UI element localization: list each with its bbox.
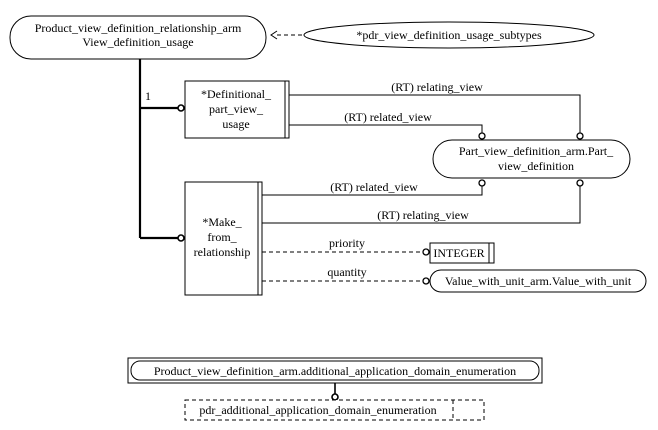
- main-entity-box[interactable]: Product_view_definition_relationship_arm…: [9, 15, 267, 60]
- enum-extension-connector: [331, 383, 339, 401]
- make-from-line1: *Make_: [202, 215, 242, 229]
- make-from-line2: from_: [207, 230, 237, 244]
- definitional-line2: part_view_: [209, 102, 264, 116]
- definitional-related-view-line: [289, 124, 486, 140]
- make-from-relationship-box[interactable]: *Make_ from_ relationship: [184, 181, 263, 296]
- definitional-line1: *Definitional_: [201, 87, 272, 101]
- enum-extension-box[interactable]: pdr_additional_application_domain_enumer…: [184, 399, 485, 421]
- quantity-line: [262, 277, 430, 285]
- attr-related-view-2: (RT) related_view: [330, 180, 418, 194]
- attr-related-view-1: (RT) related_view: [344, 110, 432, 124]
- part-view-line2: view_definition: [498, 159, 574, 173]
- cardinality-label: 1: [145, 89, 151, 103]
- make-from-relating-view-line: [262, 179, 584, 224]
- attr-relating-view-1: (RT) relating_view: [391, 80, 483, 94]
- definitional-part-view-usage-box[interactable]: *Definitional_ part_view_ usage: [184, 80, 290, 139]
- integer-label: INTEGER: [433, 246, 484, 260]
- enumeration-label: Product_view_definition_arm.additional_a…: [154, 364, 516, 378]
- supertype-tree: [138, 59, 185, 242]
- value-with-unit-label: Value_with_unit_arm.Value_with_unit: [445, 274, 632, 288]
- subtypes-ellipse[interactable]: *pdr_view_definition_usage_subtypes: [303, 21, 595, 49]
- make-from-line3: relationship: [194, 245, 251, 259]
- attr-quantity: quantity: [327, 265, 366, 279]
- value-with-unit-box[interactable]: Value_with_unit_arm.Value_with_unit: [429, 269, 647, 293]
- subtypes-connector: [270, 30, 304, 40]
- part-view-line1: Part_view_definition_arm.Part_: [459, 144, 614, 158]
- main-entity-line2: View_definition_usage: [82, 35, 193, 49]
- subtypes-label: *pdr_view_definition_usage_subtypes: [356, 28, 542, 42]
- definitional-line3: usage: [222, 117, 249, 131]
- enum-extension-label: pdr_additional_application_domain_enumer…: [199, 403, 436, 417]
- part-view-definition-box[interactable]: Part_view_definition_arm.Part_ view_defi…: [432, 139, 631, 179]
- make-from-related-view-line: [262, 179, 486, 196]
- attr-relating-view-2: (RT) relating_view: [377, 208, 469, 222]
- integer-type-box[interactable]: INTEGER: [429, 242, 495, 264]
- main-entity-line1: Product_view_definition_relationship_arm: [35, 21, 242, 35]
- priority-line: [262, 248, 430, 256]
- enumeration-box[interactable]: Product_view_definition_arm.additional_a…: [127, 357, 543, 384]
- attr-priority: priority: [329, 236, 365, 250]
- definitional-relating-view-line: [289, 94, 584, 140]
